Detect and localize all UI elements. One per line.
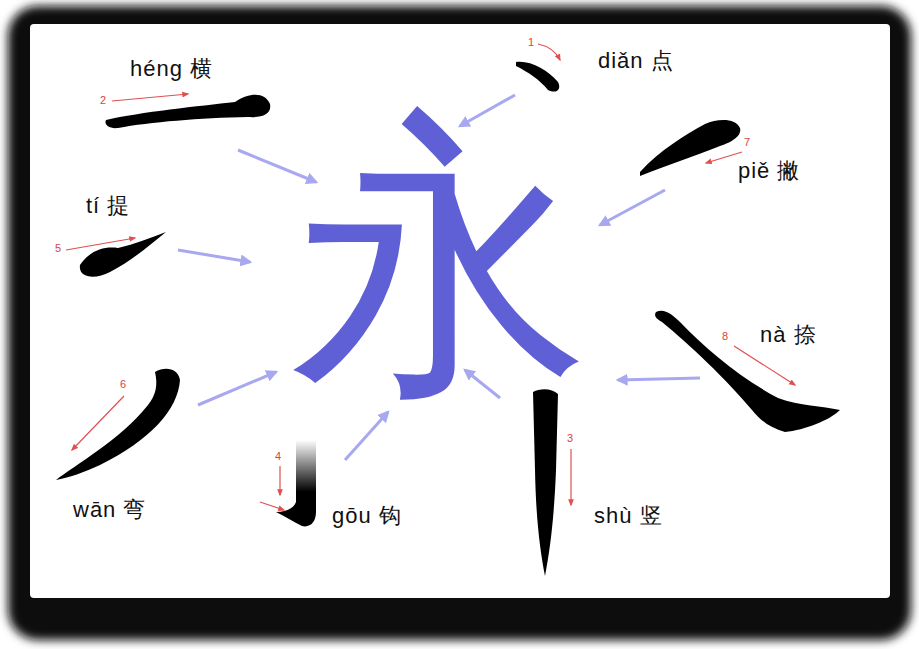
stroke-name-label: shù 竖 <box>594 503 663 529</box>
direction-arrow <box>570 449 571 505</box>
stroke-name-label: nà 捺 <box>760 322 817 348</box>
stroke-order-number: 1 <box>528 36 534 49</box>
na-stroke <box>655 311 840 432</box>
wan-stroke <box>56 369 180 480</box>
stroke-name-label: diǎn 点 <box>598 48 674 74</box>
stroke-order-number: 3 <box>567 432 573 445</box>
pointer-arrow <box>618 378 700 380</box>
direction-arrow <box>279 466 280 495</box>
direction-arrow <box>260 502 284 510</box>
stroke-name-label: héng 横 <box>130 56 213 82</box>
stroke-order-number: 4 <box>275 450 281 463</box>
dian-stroke <box>516 62 559 92</box>
pie-stroke <box>640 120 740 176</box>
stroke-order-number: 5 <box>55 242 61 255</box>
yong-character: 永 <box>290 108 590 408</box>
frame-shadow <box>8 6 911 640</box>
stroke-name-label: wān 弯 <box>73 497 146 523</box>
direction-arrow <box>66 238 135 250</box>
stroke-order-number: 6 <box>120 378 126 391</box>
ti-stroke <box>80 232 166 277</box>
direction-arrow <box>72 396 124 450</box>
stroke-name-label: tí 提 <box>86 193 130 219</box>
white-panel <box>30 24 890 598</box>
stroke-order-number: 7 <box>744 136 750 149</box>
shu-stroke <box>533 389 558 576</box>
pointer-arrow <box>198 372 276 405</box>
gou-stroke <box>276 440 316 526</box>
direction-arrow <box>112 94 188 101</box>
stroke-name-label: gōu 钩 <box>332 503 402 529</box>
stroke-order-number: 8 <box>722 330 728 343</box>
stroke-order-number: 2 <box>100 94 106 107</box>
pointer-arrow <box>345 412 388 460</box>
heng-stroke <box>106 95 271 128</box>
direction-arrow <box>734 346 795 385</box>
direction-arrow <box>706 152 742 163</box>
direction-arrow <box>538 44 560 60</box>
stroke-name-label: piě 撇 <box>738 158 800 184</box>
pointer-arrow <box>600 190 665 225</box>
pointer-arrow <box>178 250 250 262</box>
